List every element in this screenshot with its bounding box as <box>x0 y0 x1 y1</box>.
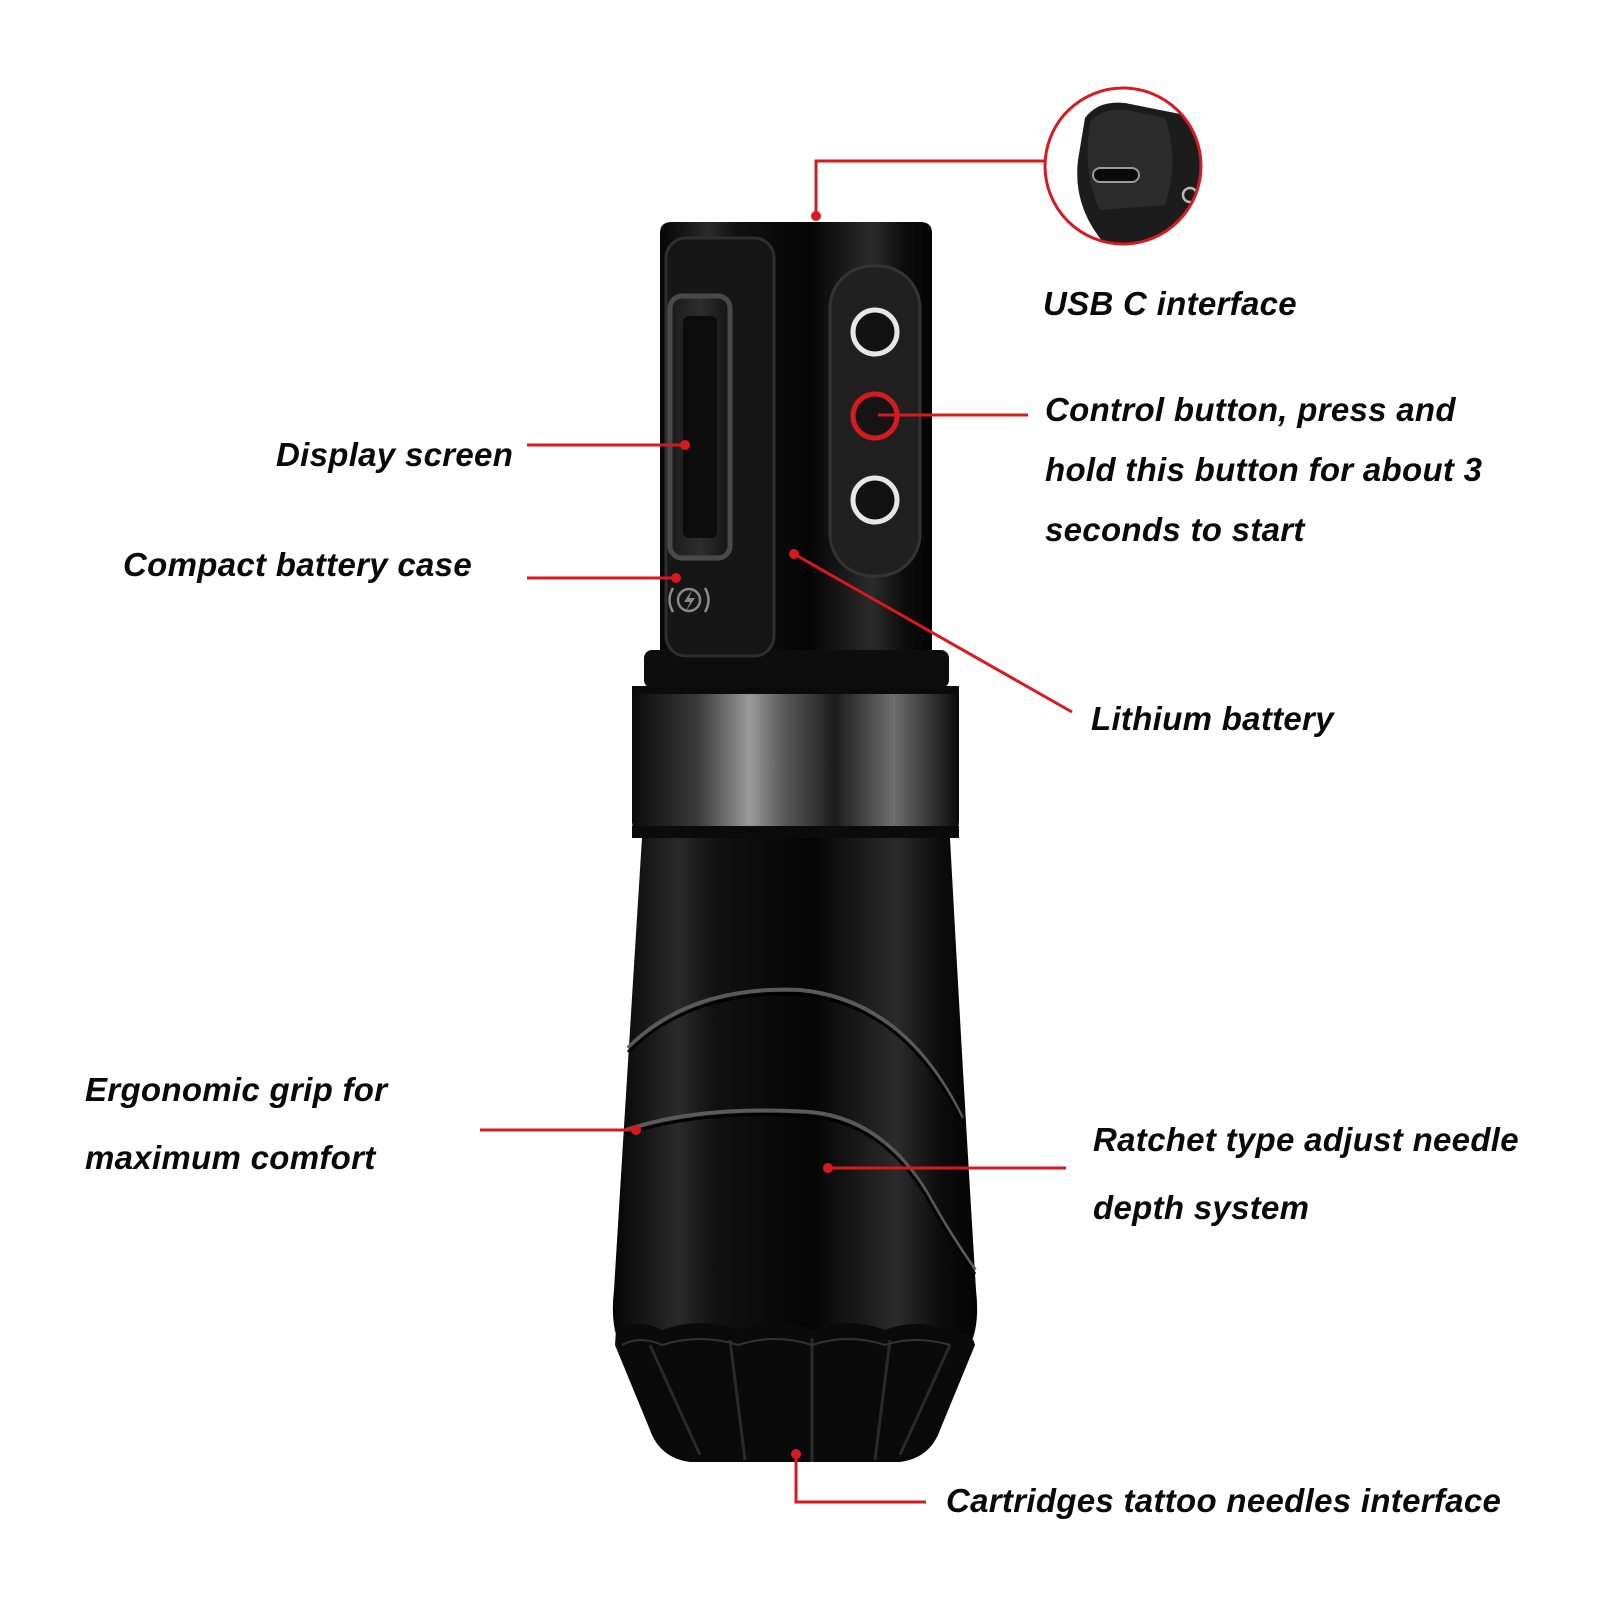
leader-dots <box>631 211 833 1459</box>
label-control-button: Control button, press and hold this butt… <box>1045 380 1482 560</box>
label-usb-c: USB C interface <box>1043 285 1297 322</box>
leader-lines <box>480 159 1073 1504</box>
label-grip-line-2: maximum comfort <box>85 1139 376 1176</box>
label-ratchet-line-1: Ratchet type adjust needle <box>1093 1121 1519 1158</box>
label-ergonomic-grip: Ergonomic grip for maximum comfort <box>85 1056 387 1192</box>
label-control-line-2: hold this button for about 3 <box>1045 451 1483 488</box>
tattoo-pen <box>612 222 978 1462</box>
usb-c-inset <box>1043 86 1203 246</box>
label-display-screen: Display screen <box>276 436 514 473</box>
grip-body <box>612 838 978 1345</box>
needle-tip <box>615 1323 975 1462</box>
wireless-charging-icon <box>668 587 710 613</box>
label-control-line-1: Control button, press and <box>1045 391 1456 428</box>
lithium-leader <box>793 552 1073 714</box>
label-cartridge-interface: Cartridges tattoo needles interface <box>946 1482 1502 1519</box>
label-ratchet-system: Ratchet type adjust needle depth system <box>1093 1106 1519 1242</box>
grip-groove <box>625 1108 977 1272</box>
control-button-top <box>850 307 900 357</box>
label-lithium-battery: Lithium battery <box>1091 700 1334 737</box>
control-button-bottom <box>850 475 900 525</box>
grip-groove <box>626 987 964 1119</box>
label-grip-line-1: Ergonomic grip for <box>85 1071 388 1108</box>
label-battery-case: Compact battery case <box>123 546 472 583</box>
usb-leader <box>814 159 1045 216</box>
label-ratchet-line-2: depth system <box>1093 1189 1310 1226</box>
cartridge-leader <box>794 1454 926 1504</box>
metal-ring <box>632 688 959 833</box>
usb-c-port-icon <box>1092 167 1140 183</box>
label-control-line-3: seconds to start <box>1045 511 1305 548</box>
